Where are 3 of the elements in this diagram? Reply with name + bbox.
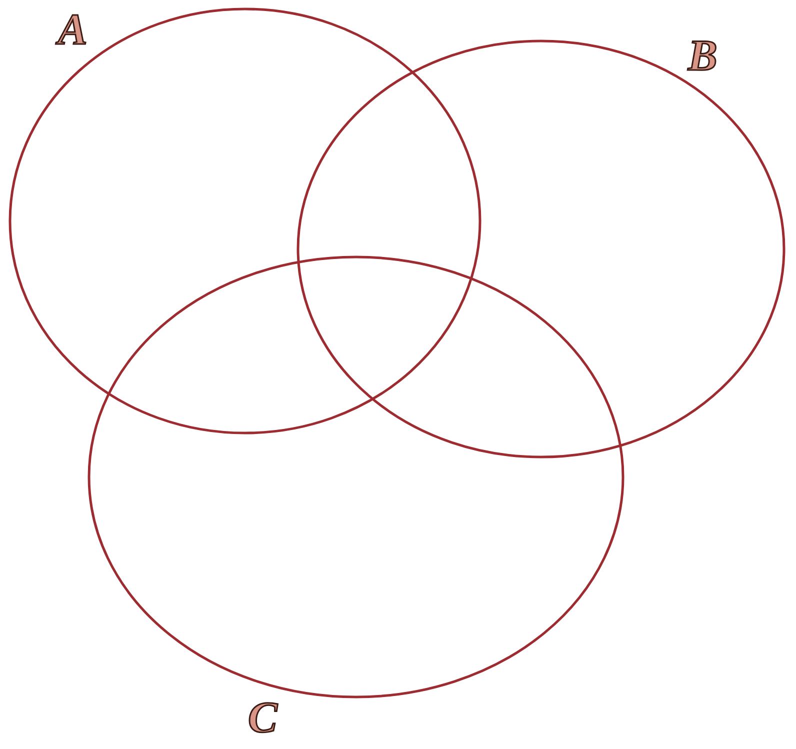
set-label: C [248, 696, 278, 740]
set-label: B [688, 34, 718, 78]
set-label: A [58, 8, 88, 52]
